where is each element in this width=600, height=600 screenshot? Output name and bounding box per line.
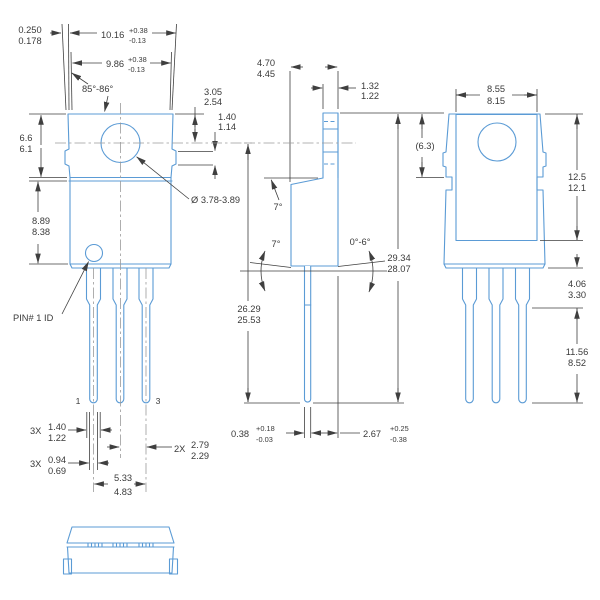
dim-side-lead-draft: 0°-6°: [350, 237, 371, 247]
dim-front-lead-thk-min: 0.69: [48, 466, 66, 476]
dim-side-draft-top: 7°: [274, 202, 283, 212]
dim-side-lead-offset-minus: -0.38: [390, 435, 407, 444]
centerlines: [55, 103, 356, 492]
bottom-foot-left: [62, 558, 73, 575]
dim-side-lead-thk: 0.38: [231, 429, 249, 439]
dim-side-tab-thk-min: 1.22: [361, 91, 379, 101]
dim-overall-height-min: 28.07: [387, 264, 410, 274]
dim-front-top-to-hole-min: 2.54: [204, 97, 222, 107]
dim-rear-tab-width-min: 8.15: [487, 96, 505, 106]
dim-side-lead-offset-plus: +0.25: [390, 424, 409, 433]
callout-pin1-id: PIN# 1 ID: [13, 313, 54, 323]
dim-front-pitch-min: 2.29: [191, 451, 209, 461]
dim-lead-length-max: 26.29: [237, 304, 260, 314]
dim-front-width-inner: 9.86: [106, 59, 124, 69]
front-pin1-id-dot: [84, 243, 104, 263]
dim-front-width-outer-plus: +0.38: [129, 26, 148, 35]
dim-side-depth-min: 4.45: [257, 69, 275, 79]
rear-heatsink-tab-outline: [455, 113, 538, 242]
dim-front-offset-min: 0.178: [18, 36, 41, 46]
dim-front-width-inner-plus: +0.38: [128, 55, 147, 64]
dim-front-span-max: 5.33: [114, 473, 132, 483]
dim-side-draft-bottom: 7°: [272, 239, 281, 249]
dim-front-width-inner-minus: -0.13: [128, 65, 145, 74]
dim-front-bump-min: 1.14: [218, 122, 236, 132]
dim-side-tab-thk-max: 1.32: [361, 81, 379, 91]
dim-front-tab-height-min: 6.1: [20, 144, 33, 154]
side-body-outline: [290, 112, 339, 267]
dim-front-width-outer-minus: -0.13: [129, 36, 146, 45]
dim-rear-tab-height-min: 12.1: [568, 183, 586, 193]
dim-rear-shoulder-max: 4.06: [568, 279, 586, 289]
rear-mounting-hole: [477, 122, 517, 162]
dim-rear-tab-width-max: 8.55: [487, 84, 505, 94]
dim-front-tab-height-max: 6.6: [20, 133, 33, 143]
dimension-labels: 0.250 0.178 10.16 +0.38 -0.13 9.86 +0.38…: [13, 25, 588, 497]
dim-front-width-outer: 10.16: [101, 30, 124, 40]
side-tab-outline: [322, 112, 339, 179]
dim-lead-length-min: 25.53: [237, 315, 260, 325]
dim-side-lead-thk-plus: +0.18: [256, 424, 275, 433]
label-pin-1: 1: [76, 396, 81, 406]
dim-side-depth-max: 4.70: [257, 58, 275, 68]
rear-lead-2: [488, 267, 504, 404]
dim-rear-ref-height: (6.3): [415, 141, 434, 151]
front-lead-2: [112, 267, 128, 404]
dim-front-lead-width-max: 1.40: [48, 422, 66, 432]
rear-lead-3: [514, 267, 531, 404]
bottom-foot-right: [168, 558, 179, 575]
dim-front-bump-max: 1.40: [218, 112, 236, 122]
dim-front-lead-width-qty: 3X: [30, 426, 41, 436]
bottom-lead-hatch-marks: [87, 542, 154, 548]
dim-side-lead-offset: 2.67: [363, 429, 381, 439]
dim-rear-lead-tip-max: 11.56: [566, 347, 589, 357]
dim-front-lead-width-min: 1.22: [48, 433, 66, 443]
bottom-top-face: [66, 526, 175, 544]
side-lead: [303, 266, 312, 403]
dim-front-pitch-qty: 2X: [174, 444, 185, 454]
bottom-lower-face: [66, 546, 175, 574]
dim-front-body-height-max: 8.89: [32, 216, 50, 226]
dim-front-lead-thk-qty: 3X: [30, 459, 41, 469]
dim-rear-shoulder-min: 3.30: [568, 290, 586, 300]
bottom-view: [62, 526, 179, 575]
label-pin-3: 3: [156, 396, 161, 406]
dim-rear-tab-height-max: 12.5: [568, 172, 586, 182]
dim-front-lead-thk-max: 0.94: [48, 455, 66, 465]
dim-front-span-min: 4.83: [114, 487, 132, 497]
rear-view: [442, 113, 547, 404]
dim-front-draft-angle: 85°-86°: [82, 84, 113, 94]
dim-front-pitch-max: 2.79: [191, 440, 209, 450]
side-view: [290, 112, 339, 403]
dim-side-lead-thk-minus: -0.03: [256, 435, 273, 444]
dim-rear-lead-tip-min: 8.52: [568, 358, 586, 368]
dimension-lines: [29, 23, 583, 487]
rear-lead-1: [461, 267, 478, 404]
rear-body-bottom-flange: [443, 263, 546, 269]
dim-overall-height-max: 29.34: [387, 253, 410, 263]
dim-front-hole-dia: Ø 3.78-3.89: [191, 195, 240, 205]
dim-front-body-height-min: 8.38: [32, 227, 50, 237]
dim-front-offset-max: 0.250: [18, 25, 41, 35]
dim-front-top-to-hole-max: 3.05: [204, 87, 222, 97]
